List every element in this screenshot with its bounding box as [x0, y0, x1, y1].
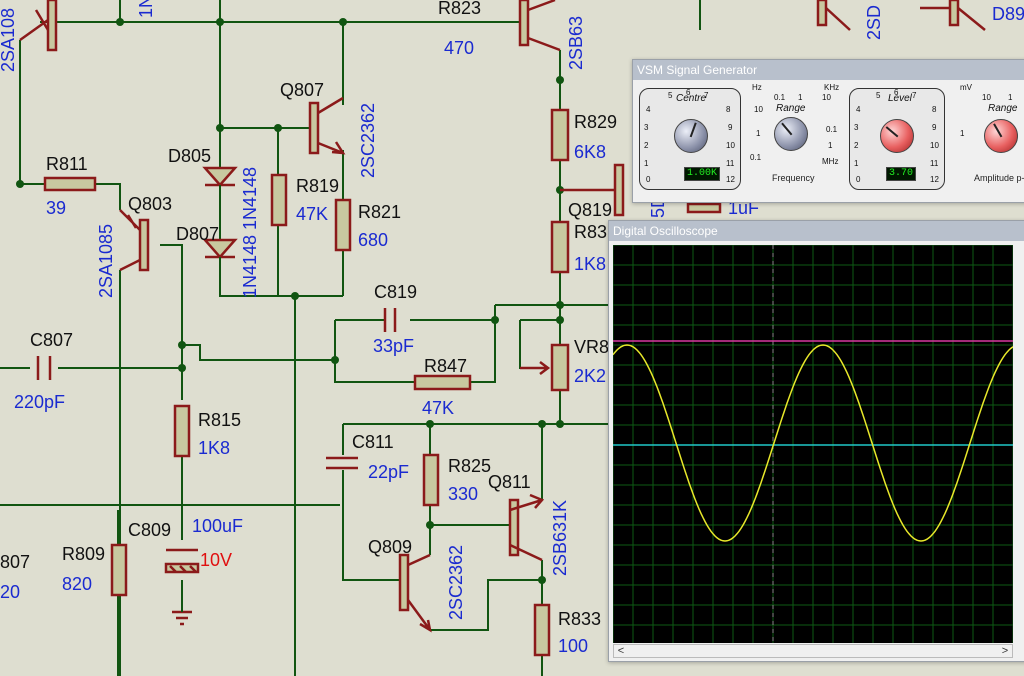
value-c811: 22pF [368, 462, 409, 482]
value-r823: 470 [444, 38, 474, 58]
ref-d805: D805 [168, 146, 211, 166]
amplitude-range-panel: mV 10 1 1 Range Amplitude p- [960, 83, 1024, 183]
ref-q803: Q803 [128, 194, 172, 214]
value-c819: 33pF [373, 336, 414, 356]
value-fragment-d89: D89 [992, 4, 1024, 24]
amplitude-range-knob[interactable] [984, 119, 1018, 153]
value-d805: 1N4148 [240, 167, 260, 230]
ref-q811: Q811 [488, 472, 531, 492]
ref-c809: C809 [128, 520, 171, 540]
scroll-left-arrow[interactable]: < [617, 645, 625, 657]
ref-q809: Q809 [368, 537, 412, 557]
ref-d807: D807 [176, 224, 219, 244]
value-c807: 220pF [14, 392, 65, 412]
vsm-signal-generator-window[interactable]: VSM Signal Generator Centre 0 1 2 3 4 5 … [632, 59, 1024, 203]
value-r83: 1K8 [574, 254, 606, 274]
transistor-symbols [19, 0, 986, 633]
value-r829: 6K8 [574, 142, 606, 162]
value-fragment-2sb63: 2SB63 [566, 16, 586, 70]
ref-r823: R823 [438, 0, 481, 18]
level-label: Level [888, 93, 912, 104]
scroll-right-arrow[interactable]: > [1001, 645, 1009, 657]
component-values: 470 2SC2362 1N4148 47K 680 1N4148 39 2SA… [0, 0, 1024, 656]
trace-a [613, 344, 1013, 542]
frequency-range-knob[interactable] [774, 117, 808, 151]
scope-grid [613, 245, 1013, 643]
value-r815: 1K8 [198, 438, 230, 458]
level-knob-panel: Level 0 1 2 3 4 5 6 7 8 9 10 11 12 3.70 [849, 88, 945, 190]
ref-r809: R809 [62, 544, 105, 564]
component-refs: R823 Q807 D805 R819 R821 D807 R811 Q803 … [0, 0, 617, 629]
ref-vr8: VR8 [574, 337, 609, 357]
ref-r83: R83 [574, 222, 607, 242]
value-r825: 330 [448, 484, 478, 504]
value-c809: 100uF [192, 516, 243, 536]
ref-fragment-807: 807 [0, 552, 30, 572]
vsm-titlebar[interactable]: VSM Signal Generator [633, 60, 1024, 80]
centre-knob-panel: Centre 0 1 2 3 4 5 6 7 8 9 10 11 12 1.00… [639, 88, 741, 190]
oscilloscope-scrollbar[interactable]: < > [613, 644, 1013, 658]
amplitude-caption: Amplitude p- [974, 173, 1024, 183]
value-vr8: 2K2 [574, 366, 606, 386]
centre-readout: 1.00K [684, 167, 721, 181]
value-r819: 47K [296, 204, 328, 224]
centre-knob[interactable] [674, 119, 708, 153]
ref-c807: C807 [30, 330, 73, 350]
ref-r847: R847 [424, 356, 467, 376]
value-q803: 2SA1085 [96, 224, 116, 298]
level-readout: 3.70 [886, 167, 917, 181]
digital-oscilloscope-window[interactable]: Digital Oscilloscope < > [608, 220, 1024, 662]
junction-dots [16, 18, 564, 584]
vsm-panel: Centre 0 1 2 3 4 5 6 7 8 9 10 11 12 1.00… [633, 80, 1024, 202]
ref-r825: R825 [448, 456, 491, 476]
value-fragment-20: 20 [0, 582, 20, 602]
value-fragment-2sd: 2SD [864, 5, 884, 40]
frequency-caption: Frequency [772, 173, 815, 183]
centre-label: Centre [676, 93, 707, 104]
value-fragment-1n: 1N [136, 0, 156, 18]
ref-q819: Q819 [568, 200, 612, 220]
value-r809: 820 [62, 574, 92, 594]
ref-r811: R811 [46, 154, 88, 174]
capacitor-symbols [36, 202, 722, 626]
ref-c819: C819 [374, 282, 417, 302]
resistor-symbols [43, 108, 570, 657]
level-knob[interactable] [880, 119, 914, 153]
wires [0, 0, 701, 676]
value-q811: 2SB631K [550, 500, 570, 576]
voltage-c809: 10V [200, 550, 232, 570]
amplitude-range-label: Range [988, 103, 1018, 114]
oscilloscope-display[interactable] [613, 245, 1013, 643]
frequency-range-label: Range [776, 103, 806, 114]
ref-c811: C811 [352, 432, 394, 452]
value-d807: 1N4148 [240, 235, 260, 298]
value-r833: 100 [558, 636, 588, 656]
value-r847: 47K [422, 398, 454, 418]
value-q807: 2SC2362 [358, 103, 378, 178]
ref-q807: Q807 [280, 80, 324, 100]
ref-r819: R819 [296, 176, 339, 196]
value-fragment-2sa108: 2SA108 [0, 8, 18, 72]
oscilloscope-titlebar[interactable]: Digital Oscilloscope [609, 221, 1024, 241]
ref-r829: R829 [574, 112, 617, 132]
diode-symbols [202, 166, 238, 268]
value-r821: 680 [358, 230, 388, 250]
value-r811: 39 [46, 198, 66, 218]
value-fragment-1uf: 1uF [728, 198, 759, 218]
frequency-range-panel: Hz KHz 10 1 0.1 0.1 1 10 0.1 1 MHz Range… [750, 83, 840, 183]
ref-r821: R821 [358, 202, 401, 222]
ref-r833: R833 [558, 609, 601, 629]
value-q809: 2SC2362 [446, 545, 466, 620]
ref-r815: R815 [198, 410, 241, 430]
